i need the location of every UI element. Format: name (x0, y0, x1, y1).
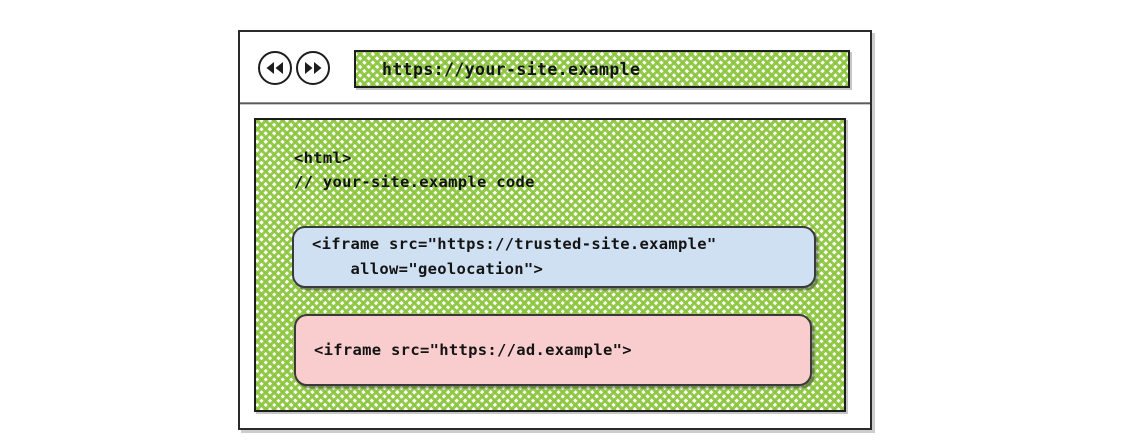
trusted-site-iframe-code: <iframe src="https://trusted-site.exampl… (312, 235, 717, 278)
fast-forward-icon (303, 61, 323, 75)
page-content-area: <html> // your-site.example code <iframe… (254, 118, 846, 412)
browser-toolbar: https://your-site.example (240, 32, 870, 102)
url-text: https://your-site.example (382, 59, 641, 79)
browser-window: https://your-site.example <html> // your… (238, 30, 872, 430)
forward-button[interactable] (296, 51, 330, 85)
rewind-icon (265, 61, 285, 75)
trusted-site-iframe[interactable]: <iframe src="https://trusted-site.exampl… (292, 226, 816, 288)
url-bar[interactable]: https://your-site.example (354, 50, 850, 88)
page-source-code: <html> // your-site.example code (294, 149, 535, 191)
toolbar-separator (240, 102, 870, 105)
back-button[interactable] (258, 51, 292, 85)
ad-iframe[interactable]: <iframe src="https://ad.example"> (294, 314, 812, 386)
ad-iframe-code: <iframe src="https://ad.example"> (314, 340, 632, 359)
